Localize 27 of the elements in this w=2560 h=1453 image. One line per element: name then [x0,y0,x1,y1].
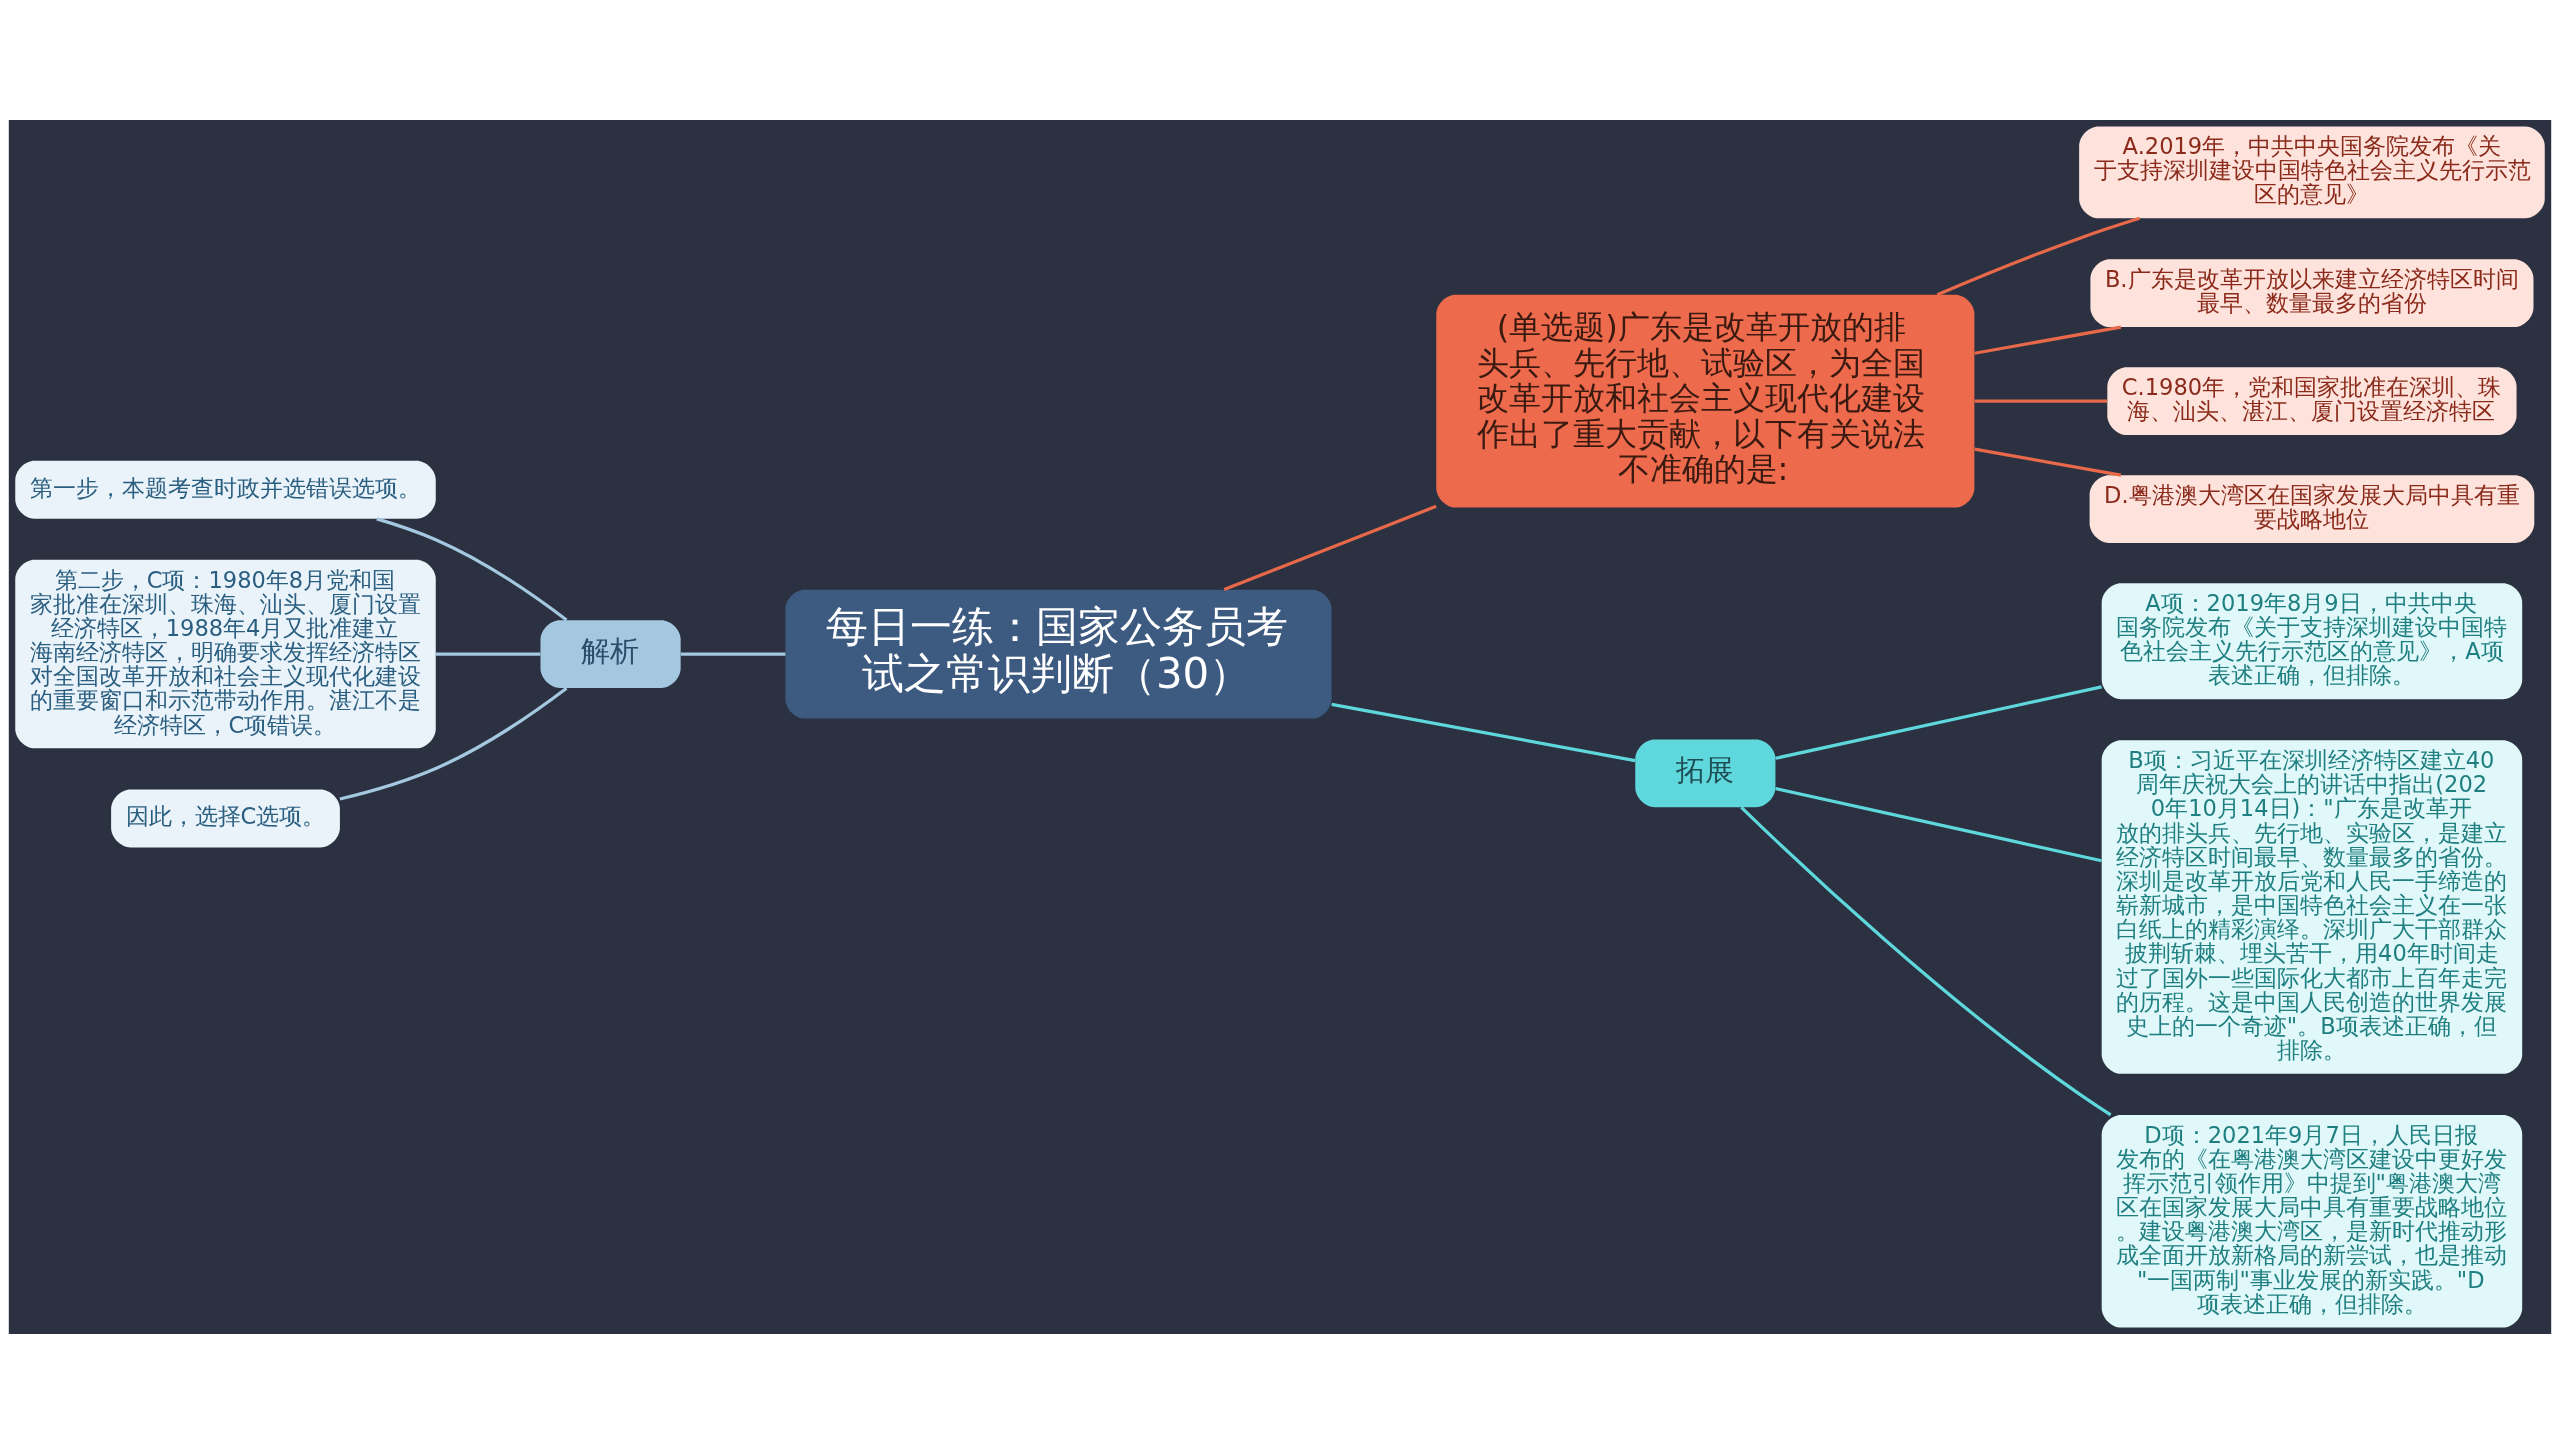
connector [680,652,786,656]
connector [1775,786,2102,862]
connector [1223,504,1437,591]
connector [1775,684,2102,760]
connector [1740,805,2112,1116]
node-box: D.粤港澳大湾区在国家发展大局中具有重要战略地位 [2089,474,2535,543]
node-box: 因此，选择C选项。 [111,788,340,847]
node-box: B项：习近平在深圳经济特区建立40周年庆祝大会上的讲话中指出(2020年10月14日)："广东是改革开放的排头兵、先行地、实验区，是建立经济特区时间最早、数量最多的省份。深圳是改革开放后党和人民一手缔造的崭新城市，是中国特色社会主义在一张白纸上的精彩演绎。深圳广大干部群众披荆斩棘、埋头苦干，用40年时间走过了国外一些国际化大都市上百年走完的历程。这是中国人民创造的世界发展史上的一个奇迹"。B项表述正确，但排除。 [2101,739,2523,1074]
connector [1936,216,2141,296]
node-box: 每日一练：国家公务员考试之常识判断（30） [785,589,1332,719]
node-box: 第二步，C项：1980年8月党和国家批准在深圳、珠海、汕头、厦门设置经济特区，1988年4月又批准建立海南经济特区，明确要求发挥经济特区对全国改革开放和社会主义现代化建设的重要窗口和示范带动作用。湛江不是经济特区，C项错误。 [15,559,436,748]
connector [376,516,568,621]
connector [339,686,568,801]
connector [435,652,541,656]
node-box: C.1980年，党和国家批准在深圳、珠海、汕头、湛江、厦门设置经济特区 [2107,366,2517,435]
node-box: A项：2019年8月9日，中共中央国务院发布《关于支持深圳建设中国特色社会主义先行示范区的意见》，A项表述正确，但排除。 [2101,582,2523,699]
connector [1974,325,2122,355]
node-box: D项：2021年9月7日，人民日报发布的《在粤港澳大湾区建设中更好发挥示范引领作用》中提到"粤港澳大湾区在国家发展大局中具有重要战略地位。建设粤港澳大湾区，是新时代推动形成全面开放新格局的新尝试，也是推动"一国两制"事业发展的新实践。"D项表述正确，但排除。 [2101,1114,2523,1328]
node-box: 拓展 [1635,739,1776,807]
connector [1331,702,1636,762]
node-box: 解析 [540,619,681,688]
connector [1974,446,2122,477]
connector [1974,399,2107,403]
node-box: B.广东是改革开放以来建立经济特区时间最早、数量最多的省份 [2090,258,2534,327]
node-box: 第一步，本题考查时政并选错误选项。 [15,460,436,519]
node-box: (单选题)广东是改革开放的排头兵、先行地、试验区，为全国改革开放和社会主义现代化建设作出了重大贡献，以下有关说法不准确的是: [1436,294,1975,507]
node-box: A.2019年，中共中央国务院发布《关于支持深圳建设中国特色社会主义先行示范区的意见》 [2079,125,2545,218]
